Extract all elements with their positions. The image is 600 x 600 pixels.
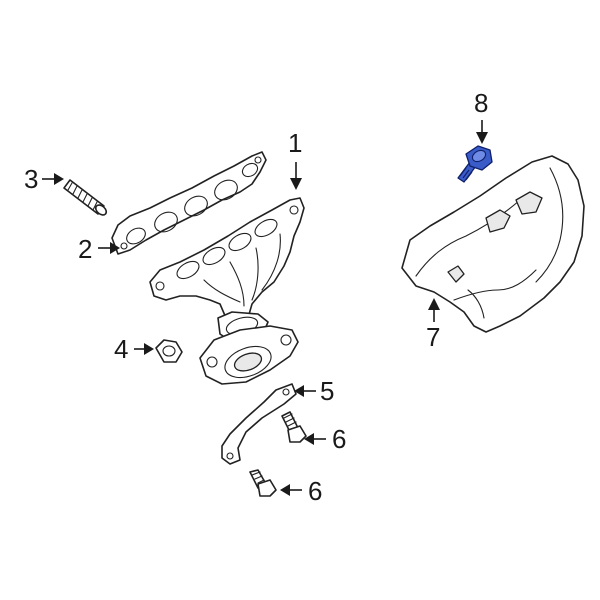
callout-label-8: 8 (474, 88, 488, 118)
callout-label-5: 5 (320, 376, 334, 406)
callout-8: 8 (474, 88, 488, 144)
callout-label-4: 4 (114, 334, 128, 364)
arrow-right-icon (110, 242, 120, 254)
part-bracket (221, 383, 297, 465)
part-bolt-upper (281, 411, 307, 443)
arrow-up-icon (428, 298, 440, 310)
callout-1: 1 (288, 128, 302, 190)
callout-2: 2 (78, 234, 120, 264)
callout-label-2: 2 (78, 234, 92, 264)
part-exhaust-manifold (149, 197, 305, 385)
callout-label-6-lower: 6 (308, 476, 322, 506)
arrow-right-icon (144, 343, 154, 355)
part-stud (63, 179, 108, 216)
part-heat-shield (401, 155, 585, 333)
arrow-left-icon (294, 385, 304, 397)
callout-3: 3 (24, 164, 64, 194)
callout-7: 7 (426, 298, 440, 352)
callout-label-6-upper: 6 (332, 424, 346, 454)
callout-5: 5 (294, 376, 334, 406)
callout-6-lower: 6 (280, 476, 322, 506)
callout-label-7: 7 (426, 322, 440, 352)
callout-label-3: 3 (24, 164, 38, 194)
arrow-right-icon (54, 173, 64, 185)
part-bolt-lower (249, 469, 277, 497)
arrow-left-icon (280, 484, 290, 496)
part-bolt-highlighted (457, 145, 493, 183)
callout-label-1: 1 (288, 128, 302, 158)
arrow-down-icon (290, 178, 302, 190)
part-gasket (111, 151, 267, 255)
part-nut (155, 339, 183, 363)
arrow-down-icon (476, 132, 488, 144)
arrow-left-icon (304, 433, 314, 445)
callout-4: 4 (114, 334, 154, 364)
callout-6-upper: 6 (304, 424, 346, 454)
